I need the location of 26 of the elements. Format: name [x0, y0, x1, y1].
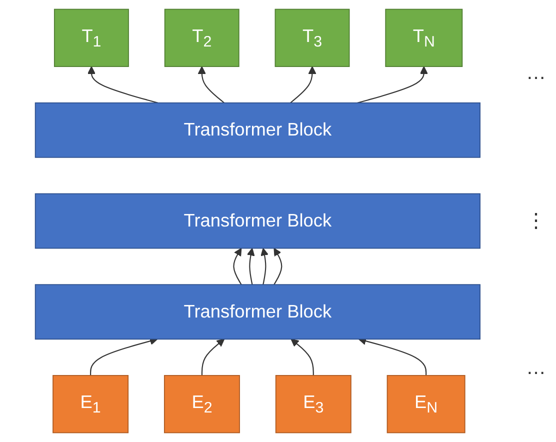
node-box: Transformer Block	[35, 284, 481, 340]
arrow	[198, 66, 225, 104]
node-box: Transformer Block	[35, 102, 481, 158]
node-box: E$_{3}$	[276, 375, 352, 434]
ellipsis-label: …	[526, 357, 546, 380]
ellipsis-label: ⋮	[526, 209, 546, 234]
node-box: T$_{N}$	[385, 8, 463, 67]
node-box: E$_{N}$	[387, 375, 466, 434]
arrow	[234, 248, 242, 285]
arrow	[90, 337, 158, 376]
arrow	[88, 66, 158, 104]
arrow	[260, 248, 269, 285]
node-box: Transformer Block	[35, 193, 481, 249]
arrow	[358, 66, 428, 104]
arrow	[358, 337, 427, 376]
node-box: E$_{2}$	[164, 375, 240, 434]
node-box: E$_{1}$	[52, 375, 129, 434]
arrow	[290, 66, 317, 104]
arrow	[247, 248, 256, 285]
node-box: T$_{3}$	[275, 8, 350, 67]
node-box: T$_{2}$	[164, 8, 240, 67]
node-box: T$_{1}$	[54, 8, 130, 67]
arrow	[202, 338, 225, 376]
arrow	[274, 248, 282, 285]
ellipsis-label: …	[526, 62, 546, 85]
arrow	[291, 338, 314, 376]
